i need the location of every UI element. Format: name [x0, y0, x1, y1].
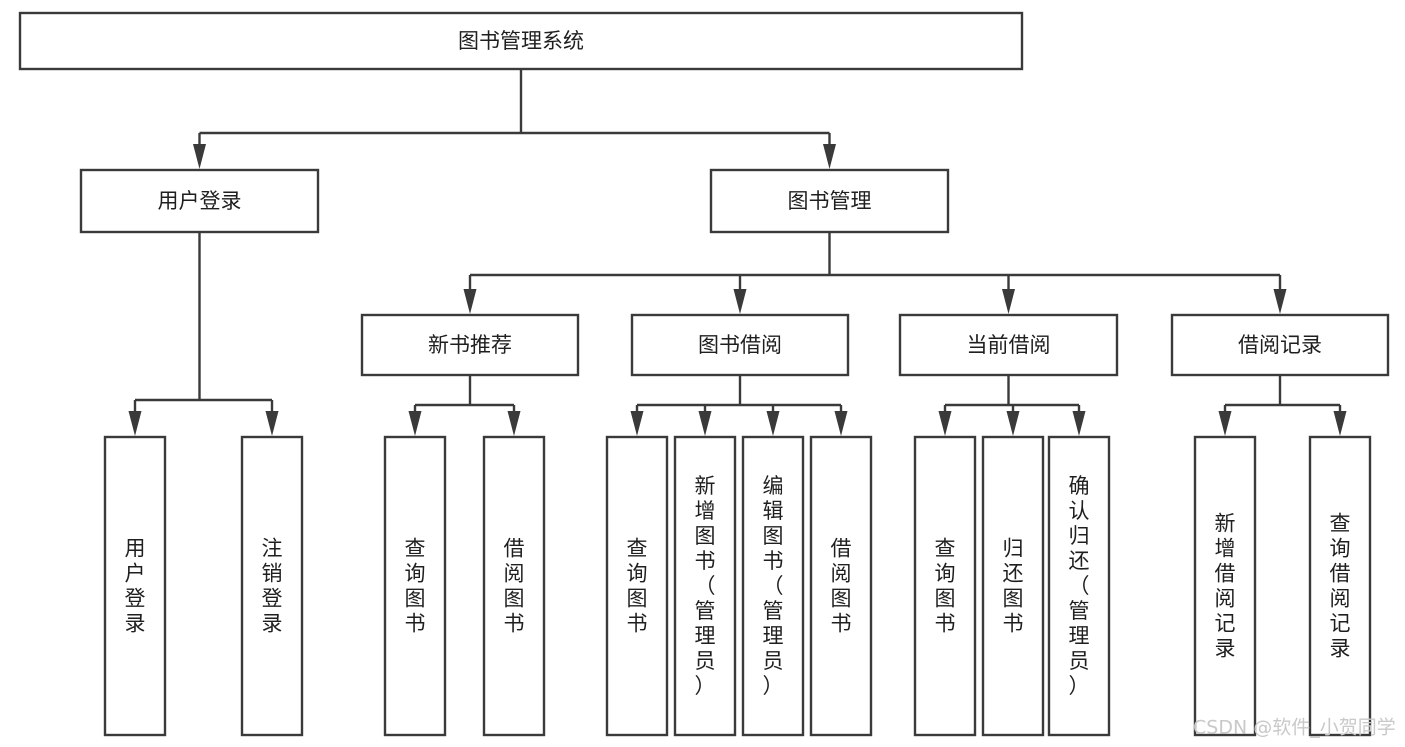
connector-group-borrow-record [1218, 375, 1347, 436]
arrow-head-icon [630, 411, 644, 436]
node-label-book-management: 图书管理 [788, 189, 872, 213]
connector-group-book-management [463, 232, 1287, 314]
node-box-root[interactable] [18, 11, 1024, 71]
connectors-layer [128, 69, 1347, 436]
node-leaf-query-book-borrow[interactable]: 查询图书 [605, 435, 669, 737]
node-box-book-borrow[interactable] [630, 313, 850, 377]
node-label-current-borrow: 当前借阅 [967, 333, 1051, 357]
arrow-head-icon [1072, 411, 1086, 436]
arrow-head-icon [1273, 289, 1287, 314]
node-box-current-borrow[interactable] [898, 313, 1119, 377]
node-new-book-recommend[interactable]: 新书推荐 [360, 313, 580, 377]
node-box-leaf-return-book[interactable] [981, 435, 1045, 737]
node-box-leaf-user-login[interactable] [103, 435, 167, 737]
node-box-leaf-query-book-borrow[interactable] [605, 435, 669, 737]
connector-group-current-borrow [938, 375, 1086, 436]
node-leaf-return-book[interactable]: 归还图书 [981, 435, 1045, 737]
node-box-book-management[interactable] [709, 168, 950, 234]
arrow-head-icon [766, 411, 780, 436]
node-label-leaf-query-borrow-record: 查询借阅记录 [1330, 512, 1351, 661]
node-label-leaf-add-book: 新增图书（管理员） [695, 474, 716, 698]
node-label-book-borrow: 图书借阅 [698, 333, 782, 357]
node-leaf-query-book-current[interactable]: 查询图书 [913, 435, 977, 737]
node-box-new-book-recommend[interactable] [360, 313, 580, 377]
node-box-leaf-add-borrow-record[interactable] [1193, 435, 1257, 737]
node-box-leaf-query-book-recommend[interactable] [383, 435, 447, 737]
node-leaf-query-book-recommend[interactable]: 查询图书 [383, 435, 447, 737]
arrow-head-icon [733, 289, 747, 314]
node-label-leaf-query-book-recommend: 查询图书 [405, 537, 426, 636]
node-current-borrow[interactable]: 当前借阅 [898, 313, 1119, 377]
node-book-borrow[interactable]: 图书借阅 [630, 313, 850, 377]
arrow-head-icon [938, 411, 952, 436]
arrow-head-icon [834, 411, 848, 436]
node-leaf-logout[interactable]: 注销登录 [240, 435, 304, 737]
node-leaf-add-borrow-record[interactable]: 新增借阅记录 [1193, 435, 1257, 737]
arrow-head-icon [1218, 411, 1232, 436]
node-box-leaf-borrow-book[interactable] [809, 435, 873, 737]
arrow-head-icon [507, 411, 521, 436]
connector-group-book-borrow [630, 375, 848, 436]
node-label-leaf-confirm-return: 确认归还（管理员） [1069, 474, 1090, 698]
node-box-borrow-record[interactable] [1170, 313, 1390, 377]
node-label-new-book-recommend: 新书推荐 [428, 333, 512, 357]
arrow-head-icon [193, 144, 206, 169]
arrow-head-icon [1333, 411, 1347, 436]
node-root[interactable]: 图书管理系统 [18, 11, 1024, 71]
arrow-head-icon [1006, 411, 1020, 436]
arrow-head-icon [408, 411, 422, 436]
connector-group-root [193, 69, 836, 169]
arrow-head-icon [1002, 289, 1015, 314]
node-leaf-borrow-book-recommend[interactable]: 借阅图书 [482, 435, 546, 737]
node-book-management[interactable]: 图书管理 [709, 168, 950, 234]
connector-group-new-book-recommend [408, 375, 521, 436]
arrow-head-icon [698, 411, 712, 436]
node-box-leaf-confirm-return[interactable] [1047, 435, 1111, 737]
node-label-root: 图书管理系统 [458, 29, 584, 53]
node-label-leaf-query-book-current: 查询图书 [935, 537, 956, 636]
node-leaf-borrow-book[interactable]: 借阅图书 [809, 435, 873, 737]
node-box-leaf-borrow-book-recommend[interactable] [482, 435, 546, 737]
node-box-leaf-logout[interactable] [240, 435, 304, 737]
node-label-leaf-logout: 注销登录 [262, 537, 283, 636]
arrow-head-icon [128, 411, 142, 436]
csdn-watermark: CSDN @软件_小贺同学 [1193, 717, 1396, 739]
node-box-leaf-query-book-current[interactable] [913, 435, 977, 737]
arrow-head-icon [823, 144, 836, 169]
node-label-leaf-user-login: 用户登录 [125, 537, 146, 636]
arrow-head-icon [265, 411, 279, 436]
node-leaf-query-borrow-record[interactable]: 查询借阅记录 [1308, 435, 1372, 737]
node-leaf-edit-book[interactable]: 编辑图书（管理员） [741, 435, 805, 737]
node-label-leaf-query-book-borrow: 查询图书 [627, 537, 648, 636]
arrow-head-icon [463, 289, 477, 314]
node-leaf-add-book[interactable]: 新增图书（管理员） [673, 435, 737, 737]
nodes-layer: 图书管理系统用户登录图书管理新书推荐图书借阅当前借阅借阅记录用户登录注销登录查询… [18, 11, 1390, 737]
node-label-user-login: 用户登录 [158, 189, 242, 213]
node-box-user-login[interactable] [79, 168, 320, 234]
connector-group-user-login [128, 232, 279, 436]
node-label-leaf-borrow-book-recommend: 借阅图书 [504, 537, 525, 636]
node-user-login[interactable]: 用户登录 [79, 168, 320, 234]
node-box-leaf-edit-book[interactable] [741, 435, 805, 737]
node-box-leaf-query-borrow-record[interactable] [1308, 435, 1372, 737]
node-label-leaf-return-book: 归还图书 [1003, 537, 1024, 636]
node-label-leaf-add-borrow-record: 新增借阅记录 [1215, 512, 1236, 661]
node-leaf-user-login[interactable]: 用户登录 [103, 435, 167, 737]
node-box-leaf-add-book[interactable] [673, 435, 737, 737]
node-label-leaf-borrow-book: 借阅图书 [831, 537, 852, 636]
node-label-borrow-record: 借阅记录 [1238, 333, 1322, 357]
node-borrow-record[interactable]: 借阅记录 [1170, 313, 1390, 377]
node-label-leaf-edit-book: 编辑图书（管理员） [763, 474, 784, 698]
node-leaf-confirm-return[interactable]: 确认归还（管理员） [1047, 435, 1111, 737]
